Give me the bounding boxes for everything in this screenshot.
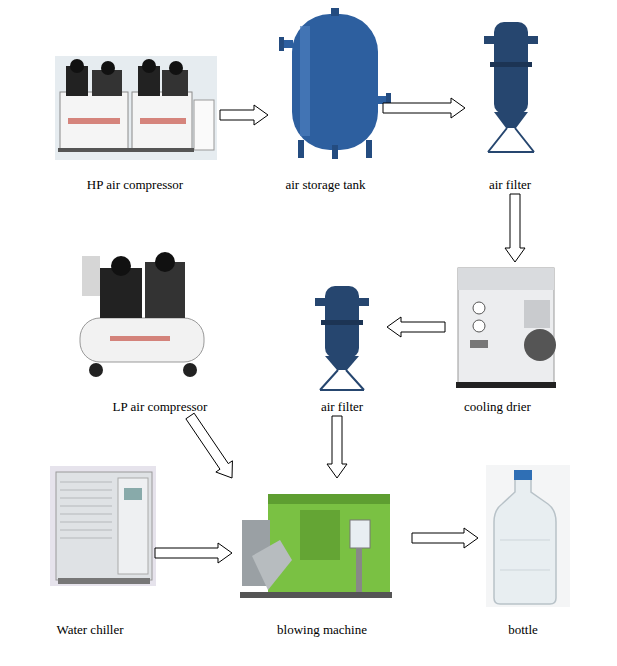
equipment-node: blowing machine [232,478,412,639]
flow-arrow [327,416,347,478]
equipment-label: bottle [478,621,568,639]
cooling-drier-illustration [456,268,556,388]
flow-arrow [412,528,478,548]
equipment-node: bottle [478,460,568,639]
equipment-label: air storage tank [268,176,383,194]
flow-arrow [155,543,232,563]
equipment-node: air storage tank [268,8,383,194]
flow-arrow [505,194,525,262]
equipment-node: cooling drier [445,262,550,416]
equipment-label: blowing machine [232,621,412,639]
air-filter-illustration [315,286,369,390]
flow-arrow [220,105,268,125]
equipment-node: Water chiller [25,460,155,639]
equipment-label: air filter [297,398,387,416]
equipment-node: HP air compressor [50,50,220,194]
storage-tank-illustration [279,8,391,159]
equipment-label: cooling drier [445,398,550,416]
air-filter-illustration [484,22,538,152]
equipment-label: air filter [465,176,555,194]
flow-arrow [387,317,445,337]
equipment-label: Water chiller [25,621,155,639]
blowing-machine-illustration [240,494,392,598]
equipment-node: air filter [297,280,387,416]
flow-arrow [186,413,233,478]
equipment-node: LP air compressor [70,245,250,416]
lp-compressor-illustration [80,252,204,377]
equipment-label: HP air compressor [50,176,220,194]
water-chiller-illustration [50,466,156,586]
bottle-illustration [486,465,570,607]
equipment-label: LP air compressor [70,398,250,416]
hp-compressor-illustration [55,56,217,160]
equipment-node: air filter [465,18,555,194]
flow-arrow [383,98,465,118]
